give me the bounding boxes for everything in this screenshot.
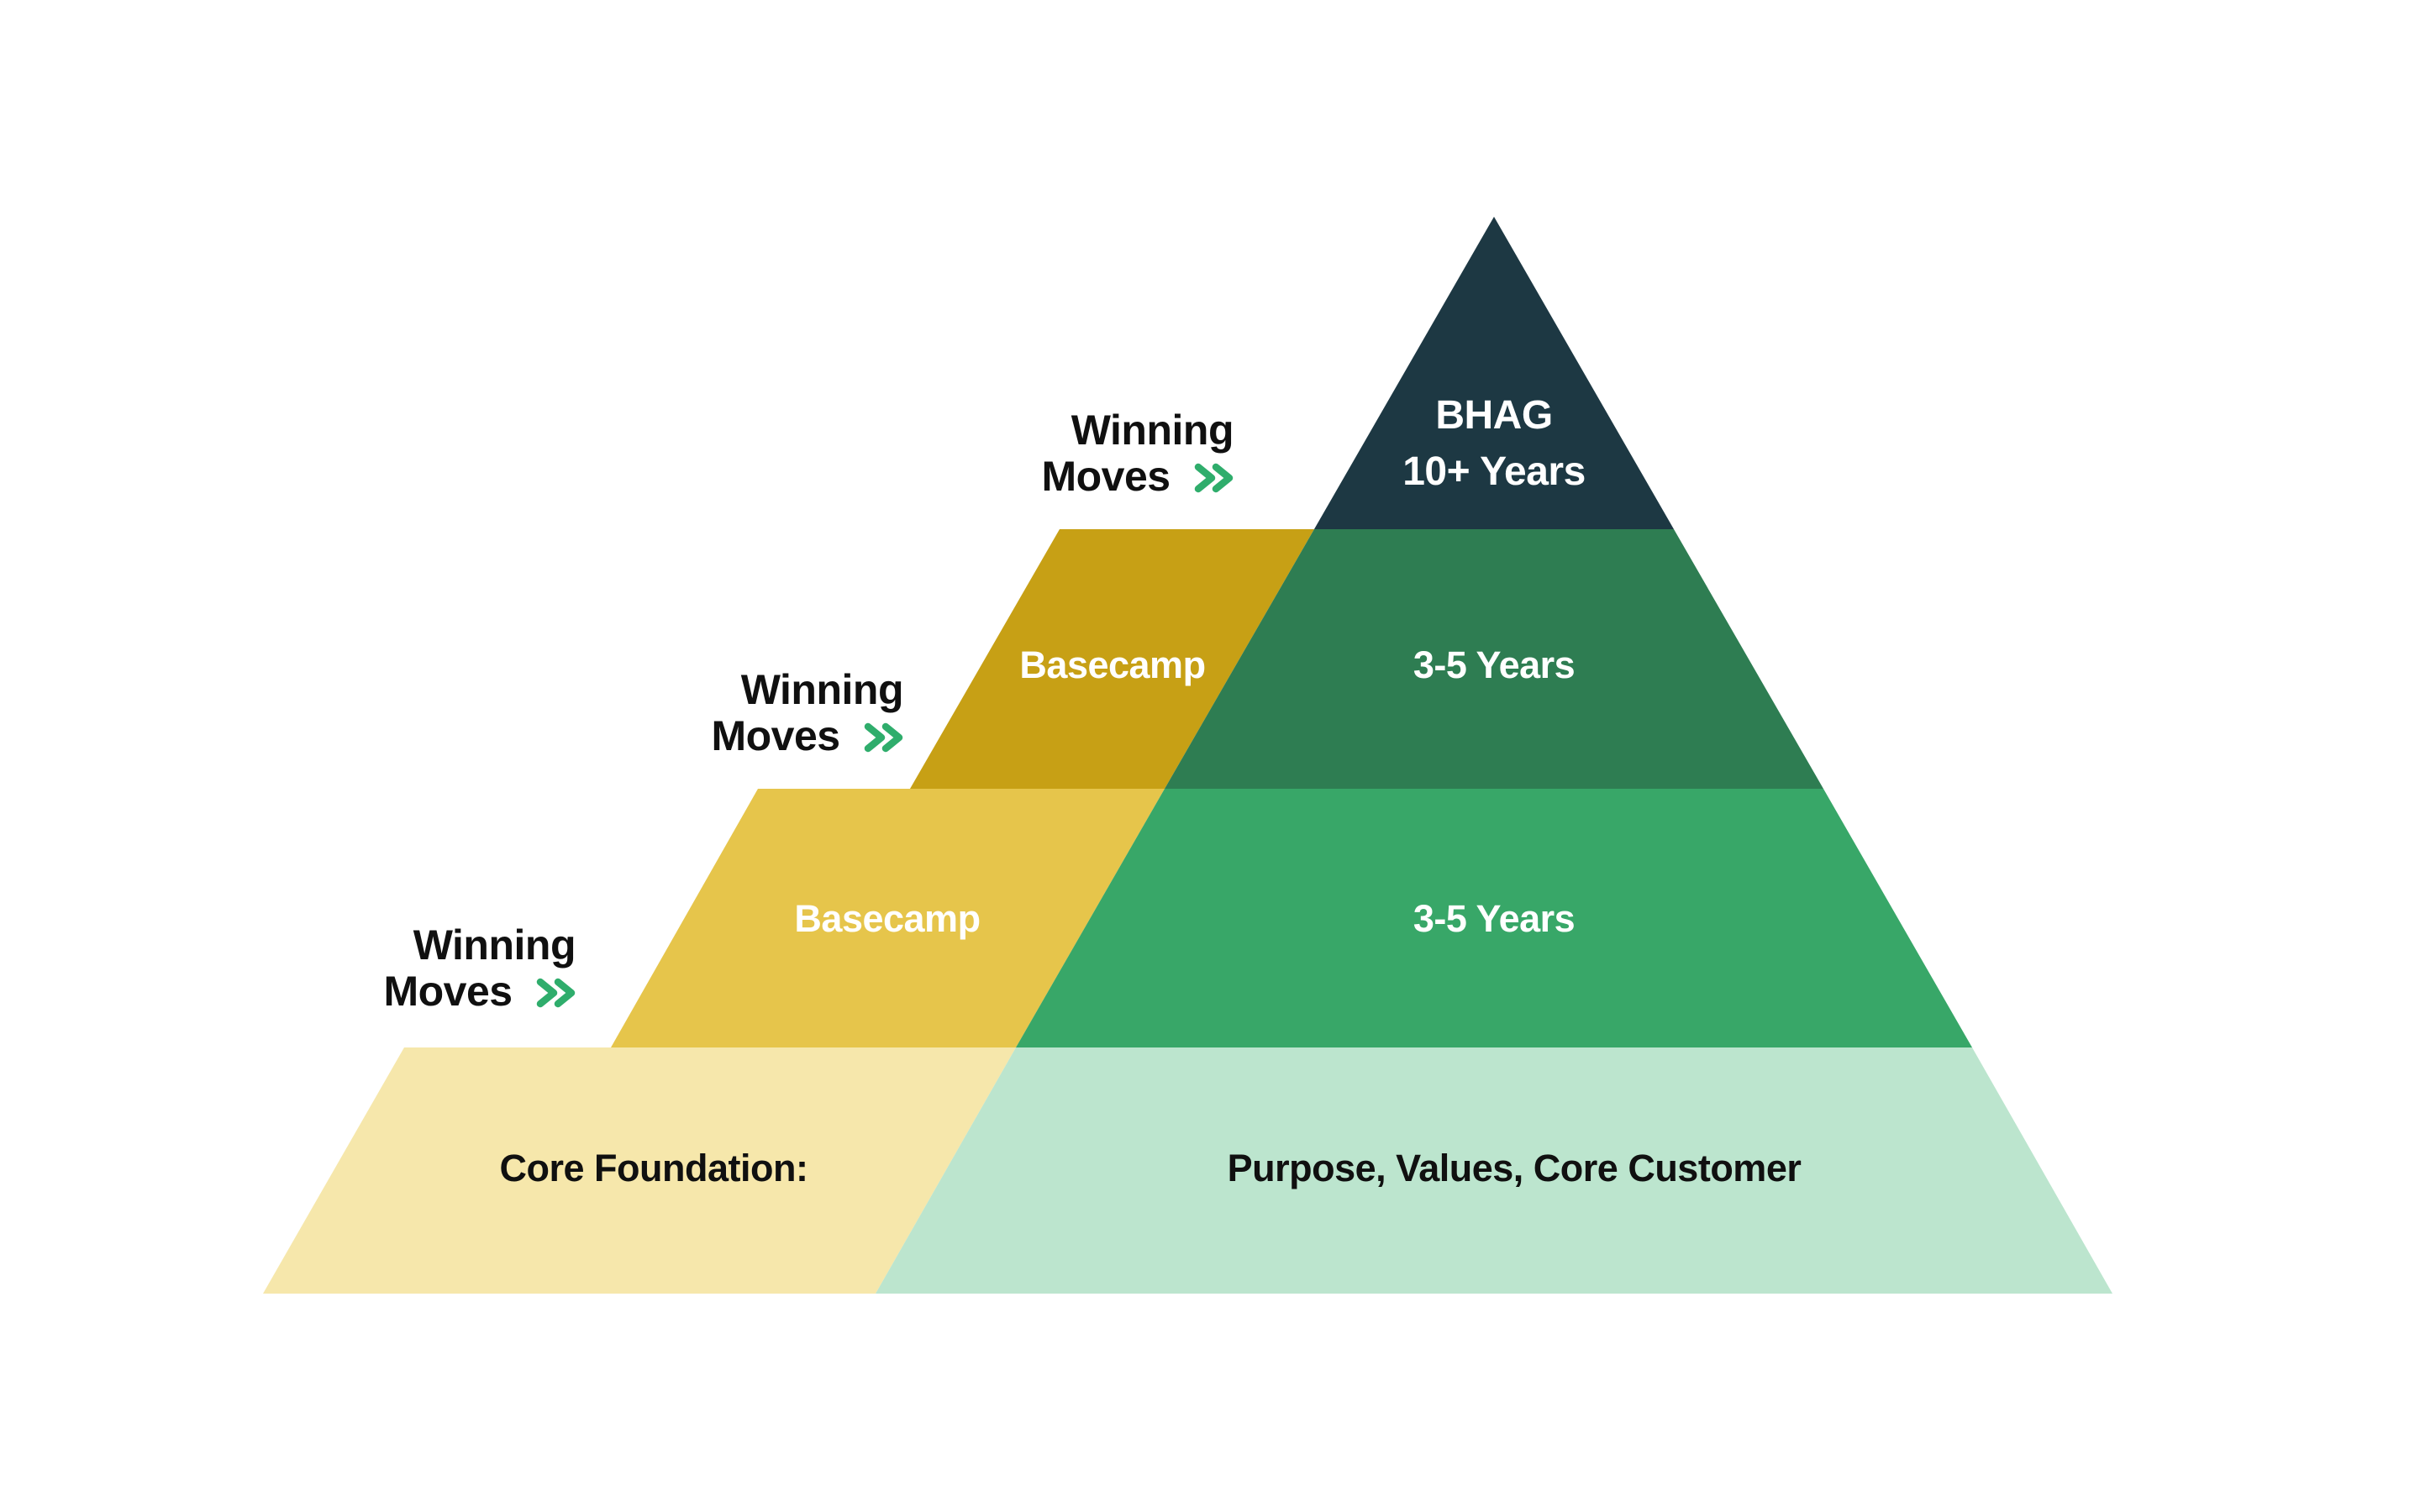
basecamp-upper-label: Basecamp <box>1019 643 1206 686</box>
bhag-label-block: BHAG 10+ Years <box>1402 387 1586 500</box>
basecamp-upper-shape <box>910 529 1314 789</box>
double-chevron-icon <box>1194 463 1234 493</box>
three-five-years-upper-shape <box>1165 529 1823 789</box>
winning-moves-line1: Winning <box>1071 407 1234 454</box>
three-five-years-lower-shape <box>1016 789 1972 1047</box>
winning-moves-label-top: Winning Moves <box>1041 407 1234 500</box>
three-five-years-lower-label: 3-5 Years <box>1413 897 1576 940</box>
purpose-values-shape <box>876 1047 2112 1294</box>
core-foundation-shape <box>263 1047 1016 1294</box>
purpose-values-label: Purpose, Values, Core Customer <box>1227 1147 1802 1189</box>
winning-moves-line1: Winning <box>413 921 576 969</box>
winning-moves-label-middle: Winning Moves <box>711 667 903 759</box>
double-chevron-icon <box>536 978 576 1008</box>
winning-moves-line2: Moves <box>1041 453 1171 500</box>
bhag-triangle <box>1314 217 1674 529</box>
winning-moves-line2: Moves <box>711 712 840 759</box>
winning-moves-line1: Winning <box>740 666 904 713</box>
winning-moves-line2: Moves <box>383 968 513 1015</box>
bhag-title: BHAG <box>1435 392 1553 438</box>
basecamp-lower-shape <box>611 789 1165 1047</box>
three-five-years-upper-label: 3-5 Years <box>1413 643 1576 686</box>
basecamp-lower-label: Basecamp <box>794 897 981 940</box>
core-foundation-label: Core Foundation: <box>499 1147 808 1189</box>
winning-moves-label-bottom: Winning Moves <box>383 922 576 1015</box>
bhag-years: 10+ Years <box>1402 449 1586 494</box>
double-chevron-icon <box>864 722 903 753</box>
